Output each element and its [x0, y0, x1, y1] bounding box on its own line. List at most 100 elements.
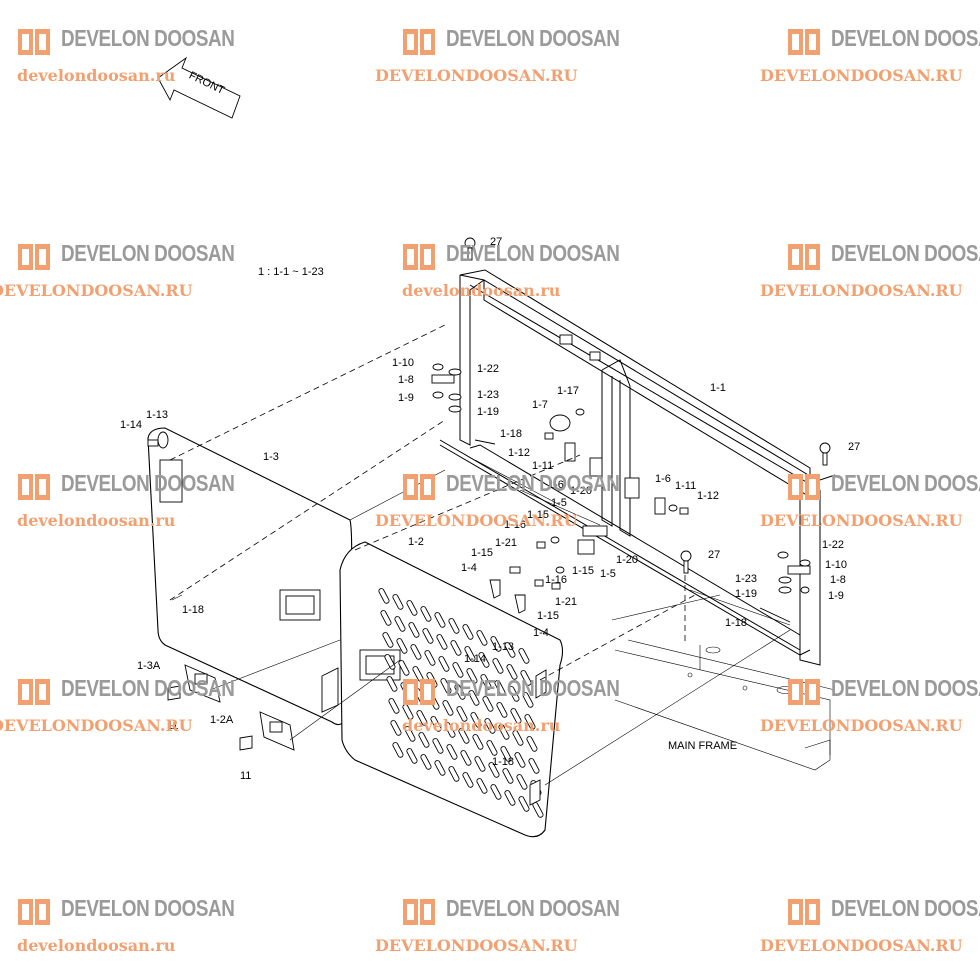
panel-1-3-bolt	[147, 431, 169, 449]
louver-slot	[420, 754, 432, 770]
louver-slot	[390, 720, 402, 736]
louver-slot	[450, 640, 462, 656]
louver-slot	[394, 616, 406, 632]
callout-p1_10a: 1-10	[392, 357, 414, 369]
callout-p1_18a: 1-18	[500, 428, 522, 440]
callout-p1_20a: 1-20	[570, 485, 592, 497]
callout-p1_11a: 1-11	[532, 460, 553, 472]
louver-slot	[444, 722, 456, 738]
louver-slot	[502, 768, 514, 784]
louver-slot	[504, 642, 516, 658]
louver-slots	[378, 588, 544, 818]
louver-slot	[466, 668, 478, 684]
louver-slot	[392, 594, 404, 610]
louver-slot	[410, 644, 422, 660]
louver-slot	[436, 634, 448, 650]
callout-p1_15b: 1-15	[471, 547, 493, 559]
louver-slot	[480, 674, 492, 690]
callout-p1_22b: 1-22	[822, 539, 844, 551]
callout-p1_19b: 1-19	[735, 588, 757, 600]
louver-slot	[510, 708, 522, 724]
louver-slot	[434, 760, 446, 776]
callout-p1_8b: 1-8	[830, 574, 846, 586]
louver-slot	[476, 630, 488, 646]
callout-p1_22a: 1-22	[477, 363, 499, 375]
louver-slot	[434, 612, 446, 628]
handle-1-2a	[239, 711, 295, 751]
louver-slot	[448, 618, 460, 634]
front-arrow: FRONT	[157, 56, 241, 119]
callout-p27c: 27	[708, 549, 720, 561]
panel-1-3	[147, 427, 353, 726]
main-frame-label: MAIN FRAME	[668, 740, 737, 752]
louver-slot	[512, 730, 524, 746]
louver-slot	[406, 748, 418, 764]
callout-p1_19a: 1-19	[477, 406, 499, 418]
louver-slot	[448, 766, 460, 782]
louver-slot	[398, 660, 410, 676]
louver-slot	[468, 690, 480, 706]
louver-slot	[380, 610, 392, 626]
callout-p1_16a: 1-16	[504, 519, 526, 531]
callout-p1_23a: 1-23	[477, 389, 499, 401]
fasteners	[431, 237, 831, 623]
louver-slot	[490, 784, 502, 800]
louver-slot	[406, 600, 418, 616]
louver-slot	[388, 698, 400, 714]
louver-slot	[520, 670, 532, 686]
louver-slot	[492, 658, 504, 674]
callout-p1_16b: 1-16	[545, 574, 567, 586]
callout-p1_8a: 1-8	[398, 374, 414, 386]
louver-slot	[498, 724, 510, 740]
callout-p1_20b: 1-20	[616, 554, 638, 566]
callout-p1_3: 1-3	[263, 451, 279, 463]
louver-slot	[416, 710, 428, 726]
louver-slot	[496, 702, 508, 718]
callout-p1_13a: 1-13	[146, 409, 168, 421]
louver-slot	[442, 700, 454, 716]
louver-slot	[452, 662, 464, 678]
callout-p1_2: 1-2	[408, 536, 424, 548]
main-frame	[611, 594, 836, 771]
louver-slot	[420, 606, 432, 622]
louver-slot	[464, 646, 476, 662]
callout-p1_15d: 1-15	[537, 610, 559, 622]
louver-slot	[528, 758, 540, 774]
louver-slot	[516, 774, 528, 790]
louver-slot	[432, 738, 444, 754]
callout-p1_15a: 1-15	[527, 509, 549, 521]
louver-slot	[518, 648, 530, 664]
callout-p1_2a: 1-2A	[210, 714, 234, 726]
louver-slot	[404, 726, 416, 742]
handle-1-3a	[167, 664, 221, 703]
louver-slot	[494, 680, 506, 696]
louver-slot	[514, 752, 526, 768]
callout-p1_23b: 1-23	[735, 573, 757, 585]
panel-1-2	[321, 541, 564, 838]
louver-slot	[482, 696, 494, 712]
louver-slot	[462, 624, 474, 640]
louver-slot	[508, 686, 520, 702]
louver-slot	[490, 636, 502, 652]
assembly-lines	[169, 324, 791, 786]
callout-p1_9b: 1-9	[828, 590, 844, 602]
callout-p1_4a: 1-4	[461, 562, 477, 574]
louver-slot	[418, 732, 430, 748]
louver-slot	[478, 652, 490, 668]
callout-p1_5b: 1-5	[600, 568, 616, 580]
callout-p1_13b: 1-13	[492, 641, 514, 653]
louver-slot	[504, 790, 516, 806]
louver-slot	[518, 796, 530, 812]
louver-slot	[470, 712, 482, 728]
louver-slot	[506, 664, 518, 680]
callout-p1_6b: 1-6	[655, 473, 671, 485]
callout-p27a: 27	[490, 236, 502, 248]
frame-assembly	[439, 269, 836, 666]
callout-p1_21a: 1-21	[495, 537, 517, 549]
louver-slot	[486, 740, 498, 756]
callout-p1_15c: 1-15	[572, 565, 594, 577]
callout-p1_11b: 1-11	[675, 480, 696, 492]
callout-p1_7: 1-7	[532, 399, 548, 411]
callout-p1_1: 1-1	[710, 382, 726, 394]
louver-slot	[488, 762, 500, 778]
